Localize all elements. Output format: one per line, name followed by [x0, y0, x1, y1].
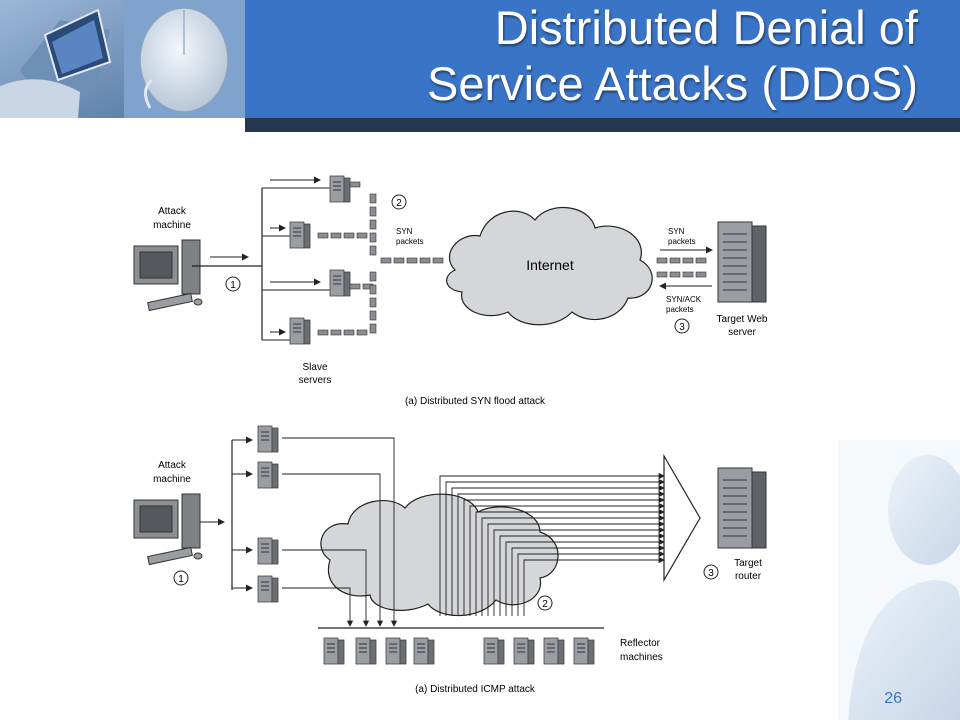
title-line-1: Distributed Denial of: [494, 1, 918, 54]
target-web-label-2: server: [728, 327, 756, 338]
reflector-label-2: machines: [620, 652, 663, 663]
step-2-b: 2: [542, 599, 548, 610]
slave-server-2: [289, 221, 311, 249]
slide-title: Distributed Denial of Service Attacks (D…: [278, 0, 918, 112]
slave-server-b-1: [257, 425, 279, 453]
icmp-attack-diagram: Attack machine 1: [133, 425, 767, 695]
step-1-b: 1: [178, 574, 184, 585]
target-router-label-1: Target: [734, 558, 762, 569]
packet-column: [369, 193, 377, 334]
page-number: 26: [884, 690, 902, 707]
slave-to-reflector-lines: [282, 437, 398, 627]
big-arrow-head: [663, 453, 701, 583]
header-divider-bar: [245, 118, 960, 132]
attack-machine-a-label-2: machine: [153, 220, 191, 231]
slave-server-3: [329, 269, 351, 297]
synack-label-2: packets: [666, 305, 694, 314]
step-3-a: 3: [679, 322, 685, 333]
slave-server-4: [289, 317, 311, 345]
reflector-machines: [323, 637, 595, 665]
target-web-label-1: Target Web: [717, 314, 768, 325]
title-line-2: Service Attacks (DDoS): [426, 57, 918, 110]
step-2-marker-a: [391, 194, 407, 210]
target-router-label-2: router: [735, 571, 762, 582]
step-3-b: 3: [708, 568, 714, 579]
slave-servers-label-2: servers: [299, 375, 332, 386]
synack-label-1: SYN/ACK: [666, 295, 702, 304]
slide-header: Distributed Denial of Service Attacks (D…: [0, 0, 960, 118]
internet-label: Internet: [526, 257, 574, 273]
attack-machine-b-label-2: machine: [153, 474, 191, 485]
slave-server-b-3: [257, 537, 279, 565]
slave-server-b-4: [257, 575, 279, 603]
syn-flood-diagram: Attack machine 1: [133, 175, 768, 407]
laptop-mouse-photo: [0, 0, 245, 118]
step-3-marker-b: [703, 564, 719, 580]
slave-server-b-2: [257, 461, 279, 489]
step-1-marker-b: [173, 570, 189, 586]
step-1-a: 1: [230, 280, 236, 291]
attack-machine-b-label-1: Attack: [158, 460, 187, 471]
person-silhouette-decoration: [838, 440, 960, 720]
syn-packets-right-label-1: SYN: [668, 227, 685, 236]
slave-servers-label-1: Slave: [302, 362, 327, 373]
attack-machine-a-label-1: Attack: [158, 206, 187, 217]
attack-machine-a: [133, 239, 203, 311]
syn-packet-stream-left: [380, 257, 444, 264]
syn-packets-left-label-1: SYN: [396, 227, 413, 236]
syn-packet-stream-right: [656, 257, 707, 278]
slave-server-1: [329, 175, 351, 203]
attack-machine-b: [133, 493, 203, 565]
step-1-marker-a: [225, 276, 241, 292]
target-web-server: [717, 221, 767, 303]
internet-cloud: [446, 206, 653, 326]
step-2-a: 2: [396, 198, 402, 209]
reflection-streams: [439, 472, 665, 616]
target-router: [717, 467, 767, 549]
step-3-marker-a: [674, 318, 690, 334]
syn-packets-left-label-2: packets: [396, 237, 424, 246]
caption-b: (a) Distributed ICMP attack: [415, 684, 536, 695]
step-2-marker-b: [537, 595, 553, 611]
reflector-label-1: Reflector: [620, 638, 661, 649]
caption-a: (a) Distributed SYN flood attack: [405, 396, 546, 407]
syn-packets-right-label-2: packets: [668, 237, 696, 246]
